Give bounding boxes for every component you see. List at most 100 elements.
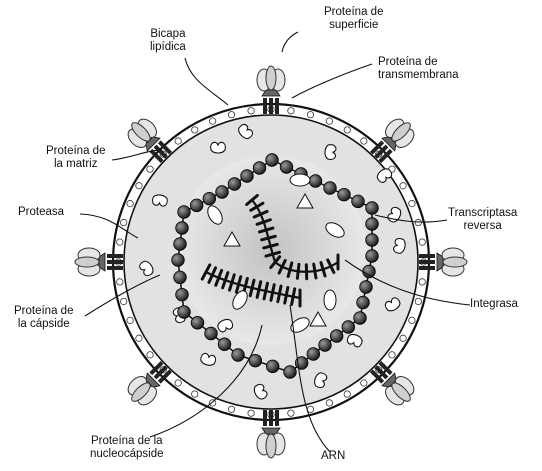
capsid-protein	[190, 199, 203, 212]
lipid-head	[248, 108, 254, 114]
lipid-head	[400, 335, 406, 341]
label-integrasa: Integrasa	[470, 298, 518, 311]
label-transcriptasa-line2: reversa	[448, 220, 517, 233]
capsid-protein	[218, 338, 231, 351]
capsid-protein	[178, 306, 191, 319]
capsid-protein	[366, 234, 379, 247]
lipid-head	[326, 400, 332, 406]
capsid-protein	[324, 182, 337, 195]
label-proteina-matriz: Proteína de la matriz	[46, 145, 105, 171]
lipid-head	[127, 200, 133, 206]
lipid-head	[409, 200, 415, 206]
lipid-head	[192, 127, 198, 133]
label-transcriptasa-line1: Transcriptasa	[448, 207, 517, 220]
transmembrane-stalk	[419, 266, 435, 270]
lipid-head	[288, 410, 294, 416]
lipid-head	[389, 352, 395, 358]
label-proteina-nucleocapside: Proteína de la nucleocápside	[90, 435, 164, 461]
lipid-head	[326, 118, 332, 124]
capsid-protein	[266, 360, 279, 373]
label-proteina-transmembrana: Proteína de transmembrana	[378, 56, 459, 82]
spike-lobe	[266, 66, 276, 90]
capsid-protein	[366, 202, 379, 215]
lipid-head	[120, 219, 126, 225]
lipid-head	[248, 410, 254, 416]
capsid-protein	[172, 254, 185, 267]
capsid-protein	[176, 222, 189, 235]
lipid-head	[409, 317, 415, 323]
lipid-head	[419, 279, 425, 285]
lipid-head	[175, 380, 181, 386]
lipid-head	[228, 406, 234, 412]
lipid-head	[288, 108, 294, 114]
capsid-protein	[178, 206, 191, 219]
capsid-protein	[319, 339, 332, 352]
transmembrane-stalk	[419, 260, 435, 264]
capsid-protein	[174, 238, 187, 251]
matrix-protein-shape	[211, 142, 226, 153]
lipid-head	[117, 279, 123, 285]
label-capside-line2: la cápside	[14, 318, 73, 331]
label-proteasa: Proteasa	[18, 206, 64, 219]
spike-lobe	[443, 257, 467, 267]
label-bicapa-line2: lipídica	[150, 41, 186, 54]
lipid-head	[209, 118, 215, 124]
rna-base	[297, 264, 299, 278]
lipid-head	[192, 391, 198, 397]
label-superficie-line2: superficie	[324, 19, 383, 32]
capsid-protein	[330, 330, 343, 343]
label-superficie-line1: Proteína de	[324, 6, 383, 19]
label-proteina-capside: Proteína de la cápside	[14, 305, 73, 331]
enzyme-protein	[290, 174, 310, 186]
capsid-protein	[176, 288, 189, 301]
label-bicapa-line1: Bicapa	[150, 28, 186, 41]
transmembrane-stalk	[263, 98, 267, 114]
transmembrane-stalk	[275, 98, 279, 114]
lipid-head	[136, 183, 142, 189]
label-nucleocapside-line1: Proteína de la	[90, 435, 164, 448]
capsid-protein	[366, 250, 379, 263]
lipid-head	[147, 352, 153, 358]
transmembrane-stalk	[275, 410, 279, 426]
enzyme-protein	[324, 290, 336, 310]
capsid-protein	[228, 178, 241, 191]
capsid-protein	[363, 265, 376, 278]
lipid-head	[307, 111, 313, 117]
label-matriz-line2: la matriz	[46, 158, 105, 171]
capsid-protein	[205, 327, 218, 340]
capsid-protein	[174, 271, 187, 284]
label-capside-line1: Proteína de	[14, 305, 73, 318]
capsid-protein	[232, 349, 245, 362]
capsid-protein	[280, 161, 293, 174]
capsid-protein	[284, 366, 297, 379]
lipid-head	[344, 127, 350, 133]
lipid-head	[120, 298, 126, 304]
transmembrane-stalk	[269, 98, 273, 114]
lipid-head	[175, 138, 181, 144]
capsid-protein	[191, 316, 204, 329]
label-bicapa-lipidica: Bicapa lipídica	[150, 28, 186, 54]
lipid-head	[147, 166, 153, 172]
capsid-protein	[307, 348, 320, 361]
lipid-head	[415, 298, 421, 304]
lipid-head	[344, 391, 350, 397]
capsid-protein	[360, 281, 373, 294]
lipid-head	[136, 335, 142, 341]
matrix-protein	[324, 144, 336, 159]
label-transcriptasa-reversa: Transcriptasa reversa	[448, 207, 517, 233]
matrix-protein-shape	[324, 144, 336, 159]
capsid-protein	[366, 218, 379, 231]
capsid-protein	[352, 195, 365, 208]
label-transmembrana-line2: transmembrana	[378, 69, 459, 82]
capsid-protein	[354, 312, 367, 325]
label-matriz-line1: Proteína de	[46, 145, 105, 158]
capsid-protein	[241, 170, 254, 183]
spike-lobe	[266, 434, 276, 458]
capsid-protein	[357, 296, 370, 309]
capsid-protein	[266, 154, 279, 167]
label-integrasa-line1: Integrasa	[470, 298, 518, 311]
transmembrane-stalk	[419, 254, 435, 258]
spike-lobe	[75, 257, 99, 267]
